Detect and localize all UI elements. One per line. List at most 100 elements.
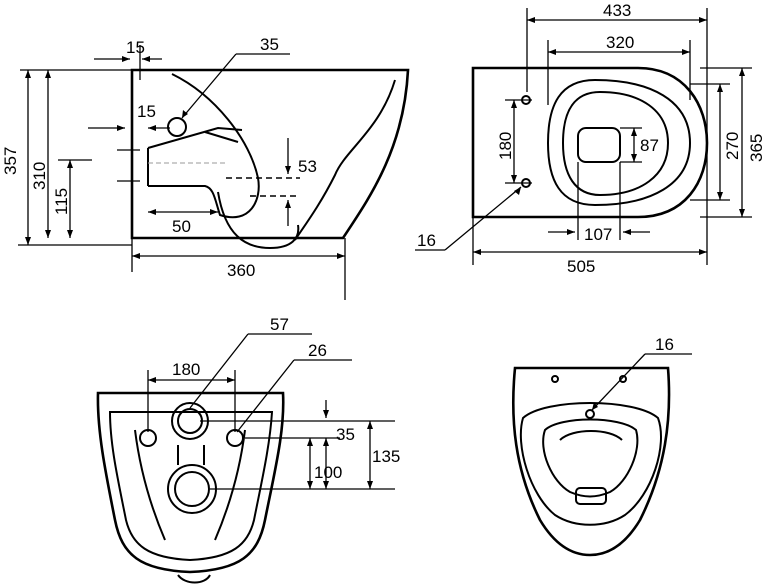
arrowhead (182, 110, 188, 118)
top-bowl-inner (561, 90, 670, 197)
side-view: 15 35 15 53 50 357 310 115 360 (1, 35, 410, 300)
front-dim-16: 16 (655, 335, 674, 354)
front-rim-inner (542, 418, 639, 498)
arrowhead (337, 253, 345, 259)
rear-view: 57 26 180 35 100 135 (96, 315, 400, 584)
rear-fixing-hole-right (226, 429, 244, 447)
arrowhead (285, 166, 291, 174)
rear-channel (177, 445, 205, 465)
side-dim-35-leader (181, 53, 237, 119)
arrowhead (514, 187, 521, 195)
rear-fixing-hole-left (139, 429, 157, 447)
arrowhead (285, 200, 291, 208)
top-seat-ring (546, 78, 692, 207)
rear-dim-135: 135 (372, 447, 400, 466)
front-fixing-hole-right (619, 375, 627, 383)
top-dim-365: 365 (747, 134, 766, 162)
front-bowl-lip (559, 430, 623, 441)
arrowhead (367, 421, 373, 429)
arrowhead (323, 410, 329, 418)
arrowhead (67, 160, 73, 168)
rear-dim-26: 26 (308, 341, 327, 360)
rear-body-outline (96, 391, 285, 574)
front-fixing-hole-left (551, 375, 559, 383)
arrowhead (148, 209, 156, 215)
arrowhead (367, 481, 373, 489)
side-dim-53: 53 (298, 157, 317, 176)
rear-dim-35: 35 (336, 425, 355, 444)
side-inlet-hole (167, 117, 187, 137)
side-bowl-curve (148, 73, 260, 219)
top-dim-320: 320 (606, 33, 634, 52)
arrowhead (623, 229, 631, 235)
arrowhead (142, 56, 150, 62)
rear-dim-57: 57 (270, 315, 289, 334)
arrowhead (148, 377, 156, 383)
side-inlet-lip (204, 131, 239, 143)
arrowhead (148, 125, 156, 131)
side-dim-35: 35 (260, 35, 279, 54)
arrowhead (699, 17, 707, 23)
front-outlet (575, 487, 607, 505)
rear-inner-left (134, 429, 166, 541)
side-dim-15-inlet: 15 (137, 102, 156, 121)
arrowhead (132, 253, 140, 259)
arrowhead (323, 481, 329, 489)
arrowhead (739, 209, 745, 217)
front-dim-16-leader (591, 353, 646, 411)
arrowhead (717, 84, 723, 92)
top-dim-107: 107 (584, 225, 612, 244)
side-dim-50: 50 (172, 217, 191, 236)
arrowhead (45, 70, 51, 78)
side-trap (217, 191, 300, 250)
arrowhead (25, 70, 31, 78)
top-dim-87: 87 (640, 136, 659, 155)
top-dim-270: 270 (723, 132, 742, 160)
top-view: 433 320 180 87 270 365 16 107 (415, 1, 766, 276)
arrowhead (699, 249, 707, 255)
arrowhead (117, 125, 125, 131)
top-dim-180: 180 (496, 132, 515, 160)
top-dim-433: 433 (603, 1, 631, 20)
arrowhead (227, 377, 235, 383)
top-outlet (577, 127, 621, 163)
arrowhead (67, 230, 73, 238)
rear-inner-right (214, 429, 246, 541)
rear-outlet-inner (174, 471, 210, 507)
arrowhead (682, 49, 690, 55)
side-body-outline (130, 68, 410, 240)
arrowhead (307, 438, 313, 446)
side-inner-curve-outer (294, 79, 396, 241)
top-dim-16-leader (444, 186, 522, 251)
side-dim-115: 115 (52, 188, 71, 215)
arrowhead (739, 68, 745, 76)
top-dim-505: 505 (567, 257, 595, 276)
arrowhead (567, 229, 575, 235)
front-rim-outer (519, 402, 662, 526)
rear-dim-100: 100 (314, 463, 342, 482)
side-dim-357: 357 (1, 147, 20, 175)
rear-dim-57-leader (189, 333, 249, 409)
arrowhead (548, 49, 556, 55)
arrowhead (122, 56, 130, 62)
rear-dim-180: 180 (172, 360, 200, 379)
arrowhead (25, 237, 31, 245)
arrowhead (527, 17, 535, 23)
front-view: 16 (511, 335, 692, 557)
top-dim-16: 16 (417, 231, 436, 250)
arrowhead (45, 230, 51, 238)
arrowhead (323, 438, 329, 446)
arrowhead (717, 192, 723, 200)
arrowhead (511, 100, 517, 108)
arrowhead (307, 481, 313, 489)
arrowhead (631, 128, 637, 136)
arrowheads (25, 17, 745, 489)
arrowhead (511, 175, 517, 183)
arrowhead (210, 209, 218, 215)
side-dim-360: 360 (227, 261, 255, 280)
side-dim-310: 310 (30, 162, 49, 190)
front-inlet-hole (585, 409, 595, 419)
rear-inner-outline (108, 411, 274, 562)
rear-dim-26-leader (236, 359, 295, 433)
arrowhead (473, 249, 481, 255)
